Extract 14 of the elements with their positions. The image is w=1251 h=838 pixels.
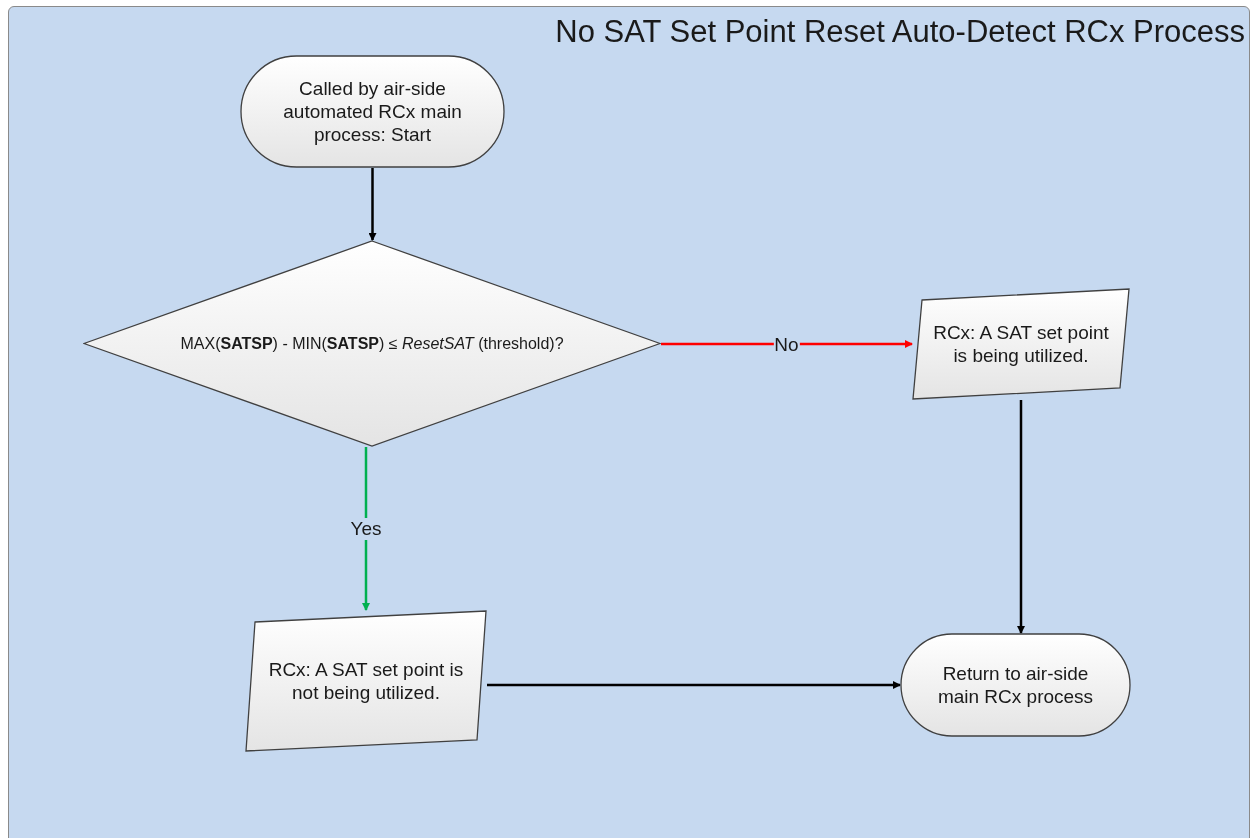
input-shape: [245, 610, 487, 752]
arrow: [487, 681, 901, 689]
input-shape: [912, 288, 1130, 400]
node-text: RCx: A SAT set point is being utilized.: [932, 321, 1110, 367]
arrow: [661, 340, 913, 348]
decision-diamond: [83, 240, 661, 447]
diagram-title: No SAT Set Point Reset Auto-Detect RCx Process: [555, 13, 1245, 51]
edge-label: Yes: [349, 517, 383, 540]
node-text: Return to air-side main RCx process: [936, 662, 1095, 708]
node-text: MAX(SATSP) - MIN(SATSP) ≤ ResetSAT (threshold)?: [180, 334, 564, 354]
node-text: Called by air-side automated RCx main process: Start: [282, 77, 463, 146]
arrow: [1017, 400, 1025, 634]
node-text: RCx: A SAT set point is not being utilized.: [267, 658, 465, 704]
arrow: [368, 168, 377, 241]
